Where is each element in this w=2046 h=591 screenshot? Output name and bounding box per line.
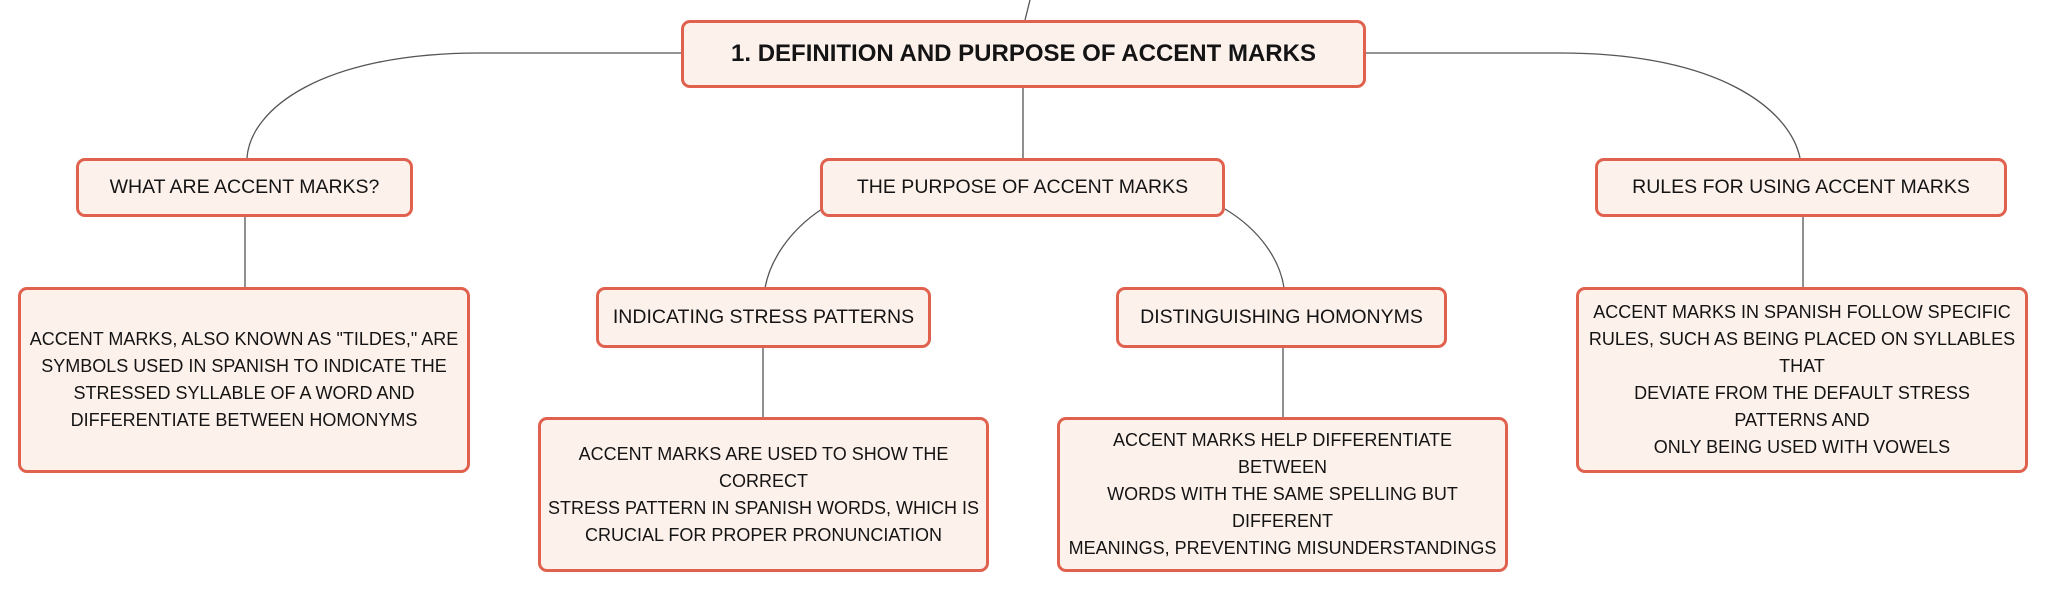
what-node-title: WHAT ARE ACCENT MARKS? [109, 176, 380, 198]
purpose-node-title: THE PURPOSE OF ACCENT MARKS [856, 176, 1189, 198]
rules-detail-line: DEVIATE FROM THE DEFAULT STRESS PATTERNS… [1634, 383, 1970, 430]
connector-purpose-homonyms [1224, 208, 1285, 289]
what-detail-line: STRESSED SYLLABLE OF A WORD AND [73, 383, 415, 403]
rules-node[interactable]: RULES FOR USING ACCENT MARKS [1595, 158, 2007, 217]
what-detail-node[interactable]: ACCENT MARKS, ALSO KNOWN AS "TILDES," AR… [18, 287, 470, 473]
rules-detail-line: RULES, SUCH AS BEING PLACED ON SYLLABLES… [1588, 329, 2016, 376]
homonyms-detail-line: ACCENT MARKS HELP DIFFERENTIATE BETWEEN [1112, 430, 1453, 477]
rules-node-title: RULES FOR USING ACCENT MARKS [1632, 176, 1970, 198]
what-detail-text: ACCENT MARKS, ALSO KNOWN AS "TILDES," AR… [30, 326, 459, 434]
stress-detail-line: ACCENT MARKS ARE USED TO SHOW THE CORREC… [578, 443, 949, 491]
what-detail-line: ACCENT MARKS, ALSO KNOWN AS "TILDES," AR… [29, 329, 459, 349]
root-node[interactable]: 1. DEFINITION AND PURPOSE OF ACCENT MARK… [681, 20, 1366, 88]
homonyms-detail-line: WORDS WITH THE SAME SPELLING BUT DIFFERE… [1107, 484, 1458, 531]
homonyms-detail-text: ACCENT MARKS HELP DIFFERENTIATE BETWEEN … [1066, 427, 1499, 562]
what-detail-line: SYMBOLS USED IN SPANISH TO INDICATE THE [41, 356, 447, 376]
homonyms-node[interactable]: DISTINGUISHING HOMONYMS [1116, 287, 1447, 348]
rules-detail-line: ONLY BEING USED WITH VOWELS [1653, 437, 1951, 457]
connector-root-what [246, 52, 681, 159]
rules-detail-text: ACCENT MARKS IN SPANISH FOLLOW SPECIFIC … [1585, 299, 2019, 461]
rules-detail-line: ACCENT MARKS IN SPANISH FOLLOW SPECIFIC [1593, 302, 2011, 322]
connector-root-rules [1365, 52, 1801, 159]
stress-detail-line: CRUCIAL FOR PROPER PRONUNCIATION [584, 524, 943, 545]
stress-detail-node[interactable]: ACCENT MARKS ARE USED TO SHOW THE CORREC… [538, 417, 989, 572]
connector-incoming [1024, 0, 1031, 21]
stress-node-title: INDICATING STRESS PATTERNS [612, 306, 915, 328]
purpose-node[interactable]: THE PURPOSE OF ACCENT MARKS [820, 158, 1225, 217]
homonyms-detail-node[interactable]: ACCENT MARKS HELP DIFFERENTIATE BETWEEN … [1057, 417, 1508, 572]
homonyms-node-title: DISTINGUISHING HOMONYMS [1140, 306, 1423, 328]
root-node-title: 1. DEFINITION AND PURPOSE OF ACCENT MARK… [731, 40, 1316, 67]
what-node[interactable]: WHAT ARE ACCENT MARKS? [76, 158, 413, 217]
what-detail-line: DIFFERENTIATE BETWEEN HOMONYMS [70, 410, 418, 430]
homonyms-detail-line: MEANINGS, PREVENTING MISUNDERSTANDINGS [1068, 538, 1497, 558]
stress-detail-text: ACCENT MARKS ARE USED TO SHOW THE CORREC… [547, 441, 980, 549]
stress-node[interactable]: INDICATING STRESS PATTERNS [596, 287, 931, 348]
connector-purpose-stress [764, 208, 823, 289]
stress-detail-line: STRESS PATTERN IN SPANISH WORDS, WHICH I… [547, 497, 980, 518]
rules-detail-node[interactable]: ACCENT MARKS IN SPANISH FOLLOW SPECIFIC … [1576, 287, 2028, 473]
